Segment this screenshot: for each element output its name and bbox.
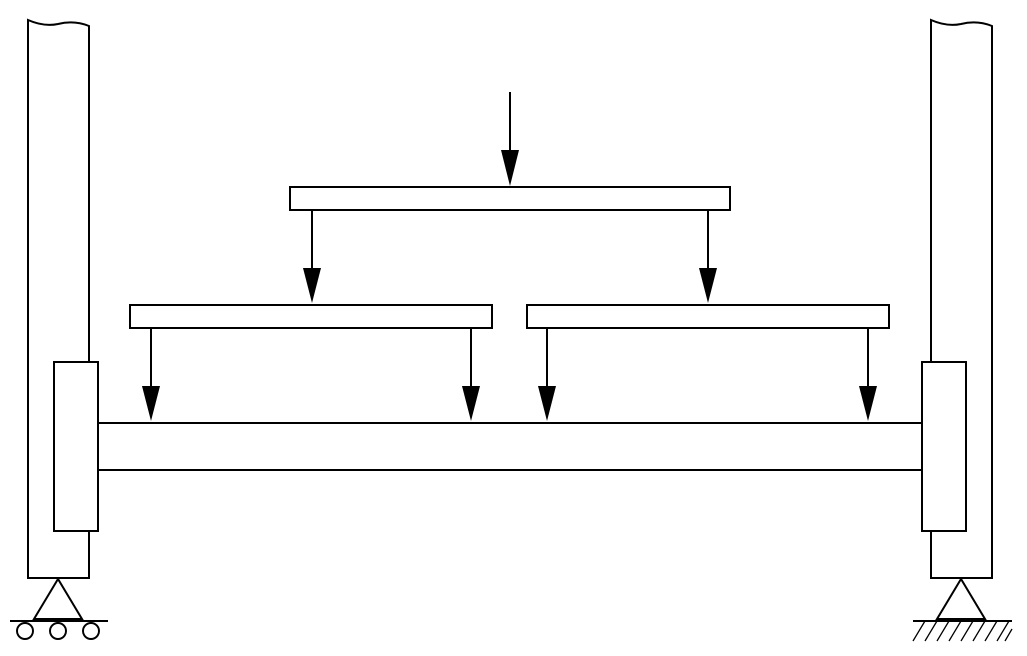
right-column-bracket <box>921 361 967 532</box>
load-arrow-right-2 <box>859 328 877 421</box>
load-arrow-right-1 <box>538 328 556 421</box>
load-arrow-top-left <box>303 210 321 303</box>
right-distribution-beam <box>526 304 890 329</box>
load-arrow-left-2 <box>462 328 480 421</box>
roller-support-icon <box>10 577 108 640</box>
left-distribution-beam <box>129 304 493 329</box>
right-column <box>921 18 993 579</box>
ground-hatch <box>912 620 1013 642</box>
pinned-support-icon <box>912 577 1013 642</box>
load-arrow-left-1 <box>142 328 160 421</box>
left-column-bracket <box>53 361 99 532</box>
top-load-arrow <box>501 92 519 186</box>
load-arrow-top-right <box>699 210 717 303</box>
top-distribution-beam <box>289 186 731 211</box>
left-column <box>27 18 99 579</box>
main-beam <box>97 422 923 471</box>
